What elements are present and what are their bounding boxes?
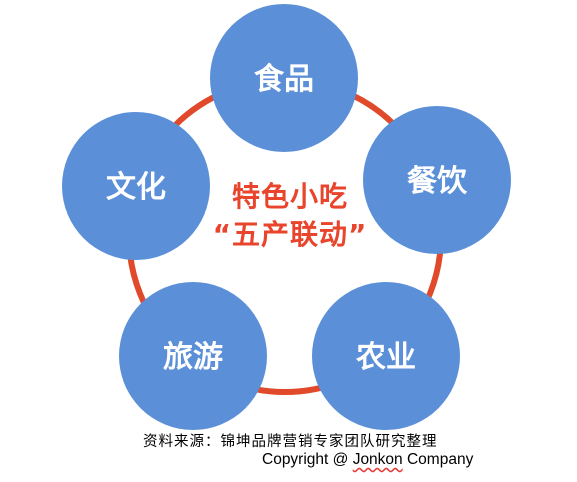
- node-tourism-circle: [119, 282, 267, 430]
- node-culture: 文化: [62, 112, 210, 260]
- copyright-prefix: Copyright @: [262, 451, 353, 468]
- node-agriculture-label: 农业: [355, 340, 416, 375]
- node-catering-circle: [363, 106, 511, 254]
- node-catering-label: 餐饮: [407, 164, 468, 199]
- center-title-line-1: 特色小吃: [231, 180, 348, 213]
- copyright-suffix: Company: [402, 451, 474, 468]
- node-culture-label: 文化: [106, 170, 166, 205]
- node-food-circle: [210, 4, 358, 152]
- center-title-line-2: “五产联动”: [212, 218, 368, 251]
- node-catering: 餐饮: [363, 106, 511, 254]
- copyright-brand: Jonkon: [352, 451, 403, 468]
- copyright-line: Copyright @ Jonkon Company: [262, 451, 473, 469]
- node-tourism: 旅游: [119, 282, 267, 430]
- node-tourism-label: 旅游: [163, 340, 223, 375]
- node-culture-circle: [62, 112, 210, 260]
- node-food-label: 食品: [254, 62, 314, 97]
- node-food: 食品: [210, 4, 358, 152]
- node-agriculture: 农业: [312, 282, 460, 430]
- source-note: 资料来源：锦坤品牌营销专家团队研究整理: [143, 434, 438, 450]
- node-agriculture-circle: [312, 282, 460, 430]
